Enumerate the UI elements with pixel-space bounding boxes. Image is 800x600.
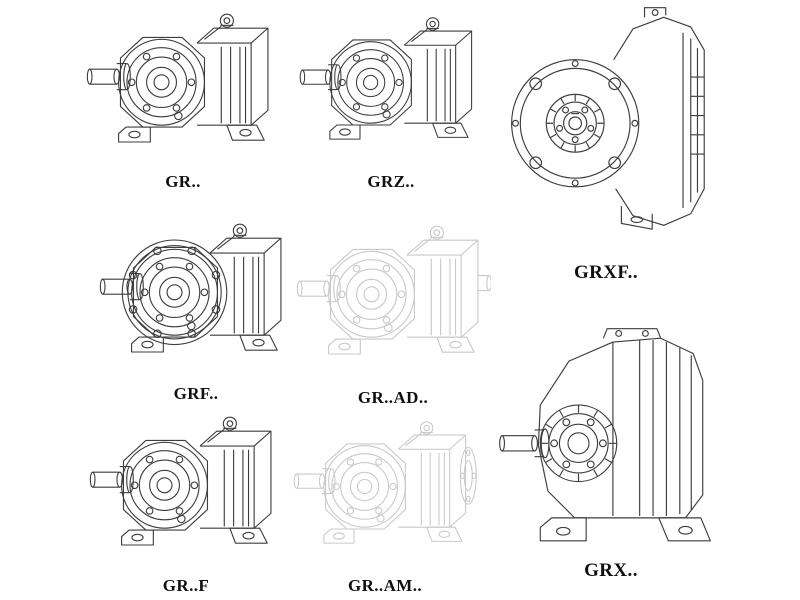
gr-am-gearbox-drawing — [293, 421, 477, 544]
gr-am-model-label: GR..AM.. — [347, 576, 423, 595]
product-cell-gr: GR.. — [85, 2, 281, 192]
motor-flange-disc — [459, 446, 477, 505]
product-cell-gr-ad: GR..AD.. — [295, 210, 491, 408]
grxf-model-label: GRXF.. — [574, 262, 638, 283]
grx-gearbox-drawing — [499, 328, 711, 542]
gr-ad-gearbox-drawing — [296, 225, 491, 355]
product-cell-grf: GRF.. — [98, 210, 294, 404]
grf-model-label: GRF.. — [173, 384, 219, 403]
product-cell-gr-am: GR..AM.. — [292, 406, 478, 596]
grx-model-label: GRX.. — [584, 560, 638, 581]
product-cell-grx: GRX.. — [495, 300, 727, 582]
gr-model-label: GR.. — [165, 172, 201, 191]
gr-f-model-label: GR..F — [162, 576, 210, 595]
grxf-gearbox-drawing — [511, 7, 705, 230]
adapter-shaft — [477, 275, 491, 292]
gr-gearbox-drawing — [86, 13, 269, 143]
gr-f-gearbox-drawing — [89, 416, 272, 546]
product-cell-grz: GRZ.. — [298, 2, 484, 192]
product-cell-gr-f: GR..F — [88, 404, 284, 596]
grz-model-label: GRZ.. — [367, 172, 415, 191]
grz-gearbox-drawing — [299, 17, 473, 140]
gr-ad-model-label: GR..AD.. — [357, 388, 429, 407]
grf-gearbox-drawing — [98, 210, 294, 382]
product-cell-grxf: GRXF.. — [500, 0, 712, 284]
